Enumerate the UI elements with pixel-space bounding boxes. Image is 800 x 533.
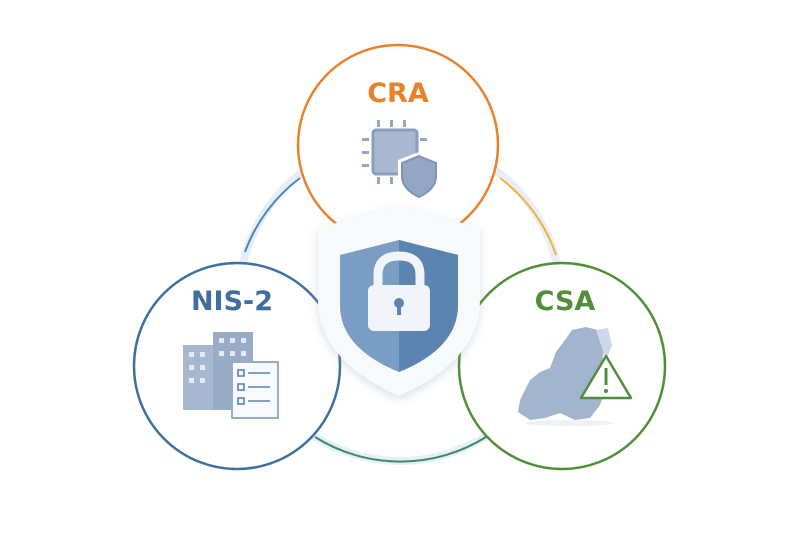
node-label-nis2: NIS-2 [191,286,273,317]
warning-icon [579,354,633,400]
node-label-csa: CSA [535,286,596,317]
node-csa: CSA [457,261,667,471]
lock-icon [368,251,430,331]
shield-lock-icon [318,206,480,396]
node-nis2: NIS-2 [132,261,342,471]
node-cra: CRA [296,43,500,247]
europe-map-warning-icon [518,327,633,426]
chip-shield-icon [362,120,440,201]
node-label-cra: CRA [367,78,429,109]
building-checklist-icon [183,332,279,419]
ring-arc-blue [244,177,301,253]
ring-arc-green [314,436,487,463]
ring-arc-yellow [499,177,557,256]
